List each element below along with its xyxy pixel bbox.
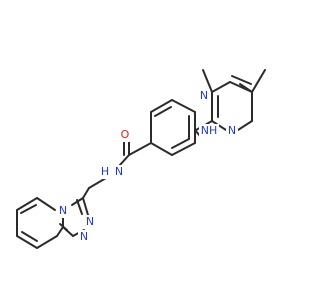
methyl-bond	[251, 69, 266, 93]
triazole-bridge-nitrogen: N	[59, 204, 67, 217]
bond	[76, 199, 83, 215]
atom-labels: N N NH O N H N N N	[57, 89, 238, 244]
bond	[82, 197, 89, 216]
bond	[231, 75, 252, 85]
amine-nitrogen: NH	[201, 124, 218, 137]
bond	[229, 81, 253, 93]
bond	[16, 197, 38, 211]
bond	[211, 81, 231, 93]
bond	[171, 138, 190, 149]
bond	[16, 235, 38, 249]
bond	[150, 99, 173, 113]
bond	[154, 106, 172, 117]
bond	[171, 142, 196, 156]
amide-hydrogen: H	[101, 165, 109, 178]
triazole-nitrogen-b: N	[80, 230, 88, 243]
methyl-bond	[202, 69, 213, 93]
bond	[171, 99, 196, 113]
pyrimidine-nitrogen-2: N	[228, 124, 236, 137]
bond	[36, 197, 56, 211]
amide-nitrogen: N	[115, 165, 123, 178]
triazolopyridine-ring	[16, 197, 89, 249]
bond	[128, 142, 152, 156]
bond	[82, 187, 90, 199]
chemical-structure-diagram: N N NH O N H N N N	[16, 69, 266, 249]
triazole-nitrogen-a: N	[86, 215, 94, 228]
carbonyl-oxygen: O	[121, 128, 130, 141]
bond	[21, 231, 38, 242]
bond	[150, 142, 173, 156]
bond	[20, 204, 37, 214]
bond	[88, 177, 107, 189]
bond	[118, 154, 130, 167]
bond	[36, 235, 58, 249]
bond	[237, 120, 253, 131]
benzene-ring	[150, 99, 196, 156]
pyrimidine-ring	[202, 69, 266, 131]
pyrimidine-nitrogen-1: N	[200, 89, 208, 102]
bond	[56, 226, 64, 237]
